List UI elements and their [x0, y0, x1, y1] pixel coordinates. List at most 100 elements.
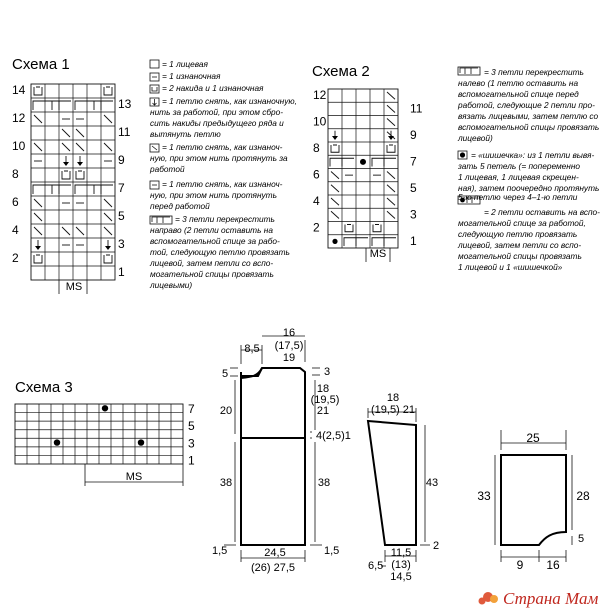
- sleeve-top-1: 18: [387, 392, 399, 404]
- scheme3-bobbles: [53, 405, 145, 446]
- collar-left: 33: [477, 489, 491, 503]
- scheme2-ms-label: MS: [370, 248, 387, 260]
- scheme2-row-number: 2: [313, 221, 320, 235]
- scheme1-legend-line: = 3 петли перекрестить: [175, 214, 275, 224]
- scheme2-legend-line: вязать лицевыми, затем петлю со: [458, 111, 599, 121]
- scheme2-legend-line: ная), затем поочередно протянуть: [458, 183, 599, 193]
- scheme1-legend-line: = 1 петлю снять, как изнаноч-: [162, 179, 283, 189]
- cross-right-icon: [149, 215, 173, 225]
- scheme2-row-number: 3: [410, 207, 417, 221]
- scheme1-row-number: 11: [118, 125, 131, 139]
- scheme2-legend-line: = 2 петли оставить на вспо-: [484, 207, 600, 217]
- body-armhole-left: 20: [220, 405, 232, 417]
- sleeve-bottom-1: 11,5: [391, 547, 412, 559]
- body-bottom-1: 24,5: [264, 547, 285, 559]
- scheme3-row-number: 1: [188, 453, 195, 467]
- body-armhole-right-3: 21: [317, 405, 329, 417]
- scheme2-left-row-numbers: 12 10 8 6 4 2: [313, 88, 327, 235]
- body-hem-right: 1,5: [324, 545, 339, 557]
- watermark-text: Страна Мам: [503, 589, 598, 608]
- scheme1-row-number: 10: [12, 139, 26, 153]
- scheme2-row-number: 10: [313, 115, 327, 129]
- body-shoulder-drop: 3: [324, 366, 330, 378]
- scheme1-row-number: 5: [118, 209, 125, 223]
- scheme1-row-number: 3: [118, 237, 125, 251]
- watermark-logo: [478, 592, 498, 605]
- scheme1-row-number: 12: [12, 111, 26, 125]
- scheme1-row-number: 9: [118, 153, 125, 167]
- scheme1-legend-line: лицевой, затем петли со вспо-: [149, 258, 273, 268]
- scheme2-legend-line: лицевой, затем петли со вспо-: [457, 240, 581, 250]
- scheme2-row-number: 8: [313, 141, 320, 155]
- body-top-width-3: 19: [283, 352, 295, 364]
- scheme2-legend-line: налево (1 петлю оставить на: [458, 78, 578, 88]
- body-top-width-1: 16: [283, 327, 295, 339]
- bobble-icon: [457, 150, 468, 160]
- scheme1-legend-line: вытянуть петлю: [150, 129, 221, 139]
- body-armhole-right-1: 18: [317, 383, 329, 395]
- body-side-left: 38: [220, 477, 232, 489]
- body-armhole-mark: 4(2,5)1: [316, 430, 351, 442]
- scheme2-legend-line: работой, следующие 2 петли про-: [457, 100, 595, 110]
- scheme1-legend-line: могательной спицы провязать: [150, 269, 274, 279]
- body-side-right: 38: [318, 477, 330, 489]
- scheme2-grid: [327, 88, 399, 249]
- scheme2-row-number: 9: [410, 128, 417, 142]
- scheme2-row-number: 5: [410, 181, 417, 195]
- sleeve-cuff-right: 2: [433, 540, 439, 552]
- collar-drop: 5: [578, 533, 584, 545]
- scheme2-row-number: 4: [313, 194, 320, 208]
- body-pattern: [224, 335, 322, 562]
- scheme2-legend-line: зать 5 петель (= попеременно: [457, 161, 580, 171]
- body-shoulder: 8,5: [244, 343, 259, 355]
- scheme1-legend-line: = 2 накида и 1 изнаночная: [162, 83, 264, 93]
- scheme3-title: Схема 3: [15, 379, 73, 396]
- scheme1-ms-label: MS: [66, 281, 83, 293]
- scheme2-legend-line: = 3 петли перекрестить: [484, 67, 584, 77]
- scheme3-ms-label: MS: [126, 471, 143, 483]
- scheme1-legend-line: = 1 петлю снять, как изнаноч-: [162, 142, 283, 152]
- sleeve-length: 43: [426, 477, 438, 489]
- scheme2-legend-line: следующую петлю провязать: [458, 229, 577, 239]
- slip-yarn-front-icon: [149, 180, 160, 190]
- scheme2-row-number: 1: [410, 234, 417, 248]
- collar-bottom-right: 16: [546, 558, 560, 572]
- purl-stitch-icon: [149, 72, 160, 82]
- scheme3-row-number: 7: [188, 402, 195, 416]
- scheme2-row-number: 6: [313, 168, 320, 182]
- scheme2-legend-line: = «шишечка»: из 1 петли вывя-: [471, 150, 594, 160]
- scheme1-grid: [30, 83, 116, 281]
- scheme2-title: Схема 2: [312, 63, 370, 80]
- collar-bottom-left: 9: [517, 558, 524, 572]
- body-top-width-2: (17,5): [275, 340, 304, 352]
- scheme2-legend-line: вспомогательной спице перед: [458, 89, 579, 99]
- cross-left-icon: [457, 66, 481, 76]
- scheme1-legend-line: = 1 петлю снять, как изнаночную,: [162, 96, 297, 106]
- scheme1-legend-line: нить за работой, при этом сбро-: [150, 107, 283, 117]
- scheme1-legend-line: перед работой: [150, 201, 210, 211]
- body-bottom-2: (26) 27,5: [251, 562, 295, 574]
- scheme3-grid: [14, 403, 184, 465]
- scheme1-legend-line: ную, при этом нить протянуть: [150, 190, 277, 200]
- scheme3-row-number: 5: [188, 419, 195, 433]
- bobble-cross-icon: [457, 195, 481, 205]
- scheme1-legend-line: сить накиды предыдущего ряда и: [150, 118, 284, 128]
- sleeve-pattern: [366, 408, 430, 567]
- scheme2-legend-line: 1 лицевая, 1 лицевая скрещен-: [458, 172, 579, 182]
- sleeve-cuff-left: 6,5: [368, 560, 383, 572]
- body-armhole-right-2: (19,5): [311, 394, 340, 406]
- scheme1-legend-line: = 1 лицевая: [162, 59, 208, 69]
- sleeve-top-2: (19,5) 21: [371, 404, 415, 416]
- scheme2-row-number: 12: [313, 88, 327, 102]
- body-hem-left: 1,5: [212, 545, 227, 557]
- scheme2-legend-icons: [457, 66, 481, 205]
- scheme1-row-number: 4: [12, 223, 19, 237]
- scheme2-row-number: 11: [410, 101, 423, 115]
- scheme1-row-number: 2: [12, 251, 19, 265]
- scheme1-legend-line: ную, при этом нить протянуть за: [150, 153, 288, 163]
- scheme1-legend-line: направо (2 петли оставить на: [150, 225, 273, 235]
